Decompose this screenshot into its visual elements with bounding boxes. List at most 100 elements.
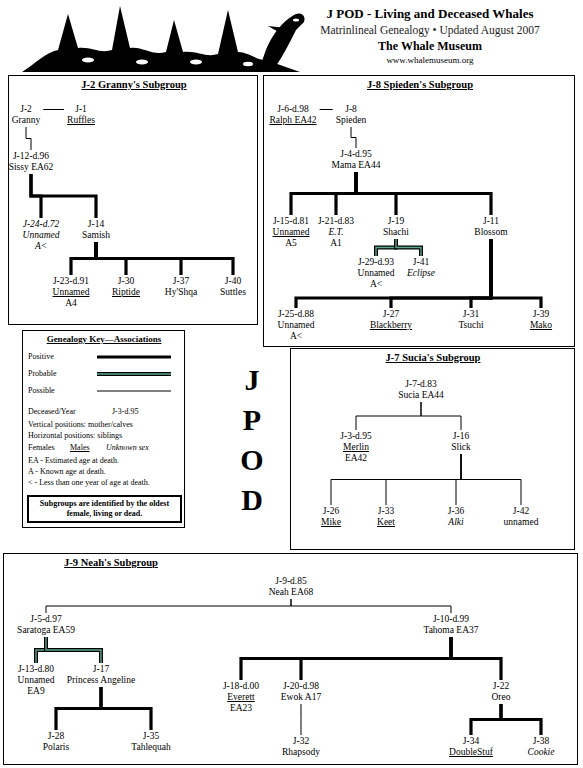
- lineage-line: [356, 402, 421, 430]
- whale-text: Hy'Shqa: [165, 287, 197, 298]
- key-note: EA - Estimated age at death.: [28, 456, 119, 466]
- whale-text: Granny: [12, 115, 41, 126]
- whale-text: Blossom: [474, 227, 507, 238]
- lineage-line: [386, 454, 461, 505]
- whale-text: J-20-d.98: [281, 681, 321, 692]
- lineage-line: [46, 637, 101, 663]
- whale-text: J-6-d.98: [269, 104, 316, 115]
- key-note: Females: [28, 443, 55, 453]
- lineage-line: [451, 637, 501, 680]
- lineage-line: [26, 127, 31, 150]
- whale-text: J-24-d.72: [23, 219, 60, 230]
- whale-text: Sissy EA62: [9, 162, 54, 173]
- orca-breach: [262, 13, 305, 66]
- whale-text: J-38: [528, 736, 555, 747]
- whale-text: J-7-d.83: [398, 379, 444, 390]
- whale-entry: J-8Spieden: [335, 104, 368, 126]
- whale-entry: J-18-d.00EverettEA23: [222, 681, 260, 714]
- whale-text: Riptide: [112, 287, 140, 298]
- whale-entry: J-14Samish: [81, 219, 111, 241]
- key-note: Vertical positions: mother/calves: [28, 420, 133, 430]
- whale-text: A<: [278, 331, 315, 342]
- whale-text: Neah EA68: [269, 587, 314, 598]
- legend-text: Positive: [28, 352, 54, 361]
- whale-text: A<: [358, 279, 395, 290]
- whale-text: J-35: [131, 731, 170, 742]
- whale-text: Tahlequah: [131, 742, 170, 753]
- whale-entry: J-16Slick: [450, 431, 472, 453]
- legend-text: Probable: [28, 369, 56, 378]
- whale-entry: J-23-d.91UnnamedA4: [52, 276, 91, 309]
- subgroup-box: J-9 Neah's SubgroupJ-9-d.85Neah EA68J-5-…: [3, 553, 578, 765]
- lineage-line: [421, 402, 461, 430]
- whale-text: J-12-d.96: [9, 151, 54, 162]
- whale-text: J-37: [165, 276, 197, 287]
- lineage-line: [46, 599, 291, 613]
- whale-entry: J-32Rhapsody: [281, 736, 321, 758]
- whale-text: J-10-d.99: [423, 614, 478, 625]
- note-text: Subgroups are identified by the oldest f…: [32, 499, 177, 519]
- whale-text: Unnamed: [53, 287, 90, 298]
- eye-patch: [82, 58, 94, 63]
- whale-entry: J-31Tsuchi: [457, 309, 484, 331]
- lineage-line: [320, 109, 333, 110]
- whale-entry: J-7-d.83Sucia EA44: [397, 379, 445, 401]
- lineage-line: [241, 637, 451, 680]
- whale-entry: J-9-d.85Neah EA68: [268, 576, 315, 598]
- lineage-line: [301, 637, 451, 680]
- whale-text: Unnamed: [23, 230, 60, 241]
- whale-text: J-3-d.95: [340, 431, 371, 442]
- whale-text: Shachi: [383, 227, 409, 238]
- whale-text: Everett: [223, 692, 259, 703]
- whale-entry: J-33Keet: [376, 506, 396, 528]
- lineage-line: [471, 239, 491, 308]
- whale-text: Ewok A17: [281, 692, 321, 703]
- lineage-line: [96, 242, 233, 275]
- whale-text: A5: [273, 238, 310, 249]
- subgroup-title: Genealogy Key—Associations: [47, 334, 162, 344]
- orca-fin: [268, 26, 286, 34]
- whale-text: Merlin: [340, 442, 371, 453]
- whale-text: J-18-d.00: [223, 681, 259, 692]
- whale-text: Unnamed: [278, 320, 315, 331]
- whale-text: E.T.: [318, 227, 354, 238]
- whale-text: EA9: [18, 686, 55, 697]
- whale-text: Ruffles: [67, 115, 95, 126]
- whale-text: Slick: [451, 442, 471, 453]
- key-note: Deceased/Year: [28, 407, 76, 417]
- legend-sample: [95, 369, 173, 379]
- subgroup-title: J-9 Neah's Subgroup: [64, 557, 158, 568]
- key-note: < - Less than one year of age at death.: [28, 478, 150, 488]
- whale-entry: J-12-d.96Sissy EA62: [8, 151, 55, 173]
- lineage-line: [296, 239, 491, 308]
- whale-text: J-19: [383, 216, 409, 227]
- whale-text: J-13-d.80: [18, 664, 55, 675]
- whale-text: Samish: [82, 230, 110, 241]
- whale-entry: J-40Suttles: [219, 276, 247, 298]
- legend-sample: [95, 352, 173, 362]
- whale-text: Mike: [321, 517, 341, 528]
- eye-patch: [293, 19, 299, 22]
- lineage-line: [43, 109, 64, 110]
- whale-text: Spieden: [336, 115, 367, 126]
- legend-row: Probable: [28, 369, 56, 379]
- lineage-line: [331, 454, 461, 505]
- whale-entry: J-13-d.80UnnamedEA9: [17, 664, 56, 697]
- whale-entry: J-26Mike: [320, 506, 342, 528]
- whale-text: Rhapsody: [282, 747, 320, 758]
- whale-text: Saratoga EA59: [17, 625, 75, 636]
- whale-text: Tsuchi: [458, 320, 483, 331]
- whale-entry: J-4-d.95Mama EA44: [331, 149, 382, 171]
- subgroup-title: J-7 Sucia's Subgroup: [386, 352, 481, 363]
- whale-text: EA42: [340, 453, 371, 464]
- legend-sample: [95, 386, 173, 396]
- whale-entry: J-29-d.93UnnamedA<: [357, 257, 396, 290]
- whale-entry: J-6-d.98Ralph EA42: [268, 104, 317, 126]
- whale-text: J-34: [449, 736, 493, 747]
- whale-text: J-8: [336, 104, 367, 115]
- whale-text: J-23-d.91: [53, 276, 90, 287]
- whale-entry: J-36Alki: [447, 506, 465, 528]
- whale-entry: J-10-d.99Tahoma EA37: [422, 614, 479, 636]
- whale-text: J-16: [451, 431, 471, 442]
